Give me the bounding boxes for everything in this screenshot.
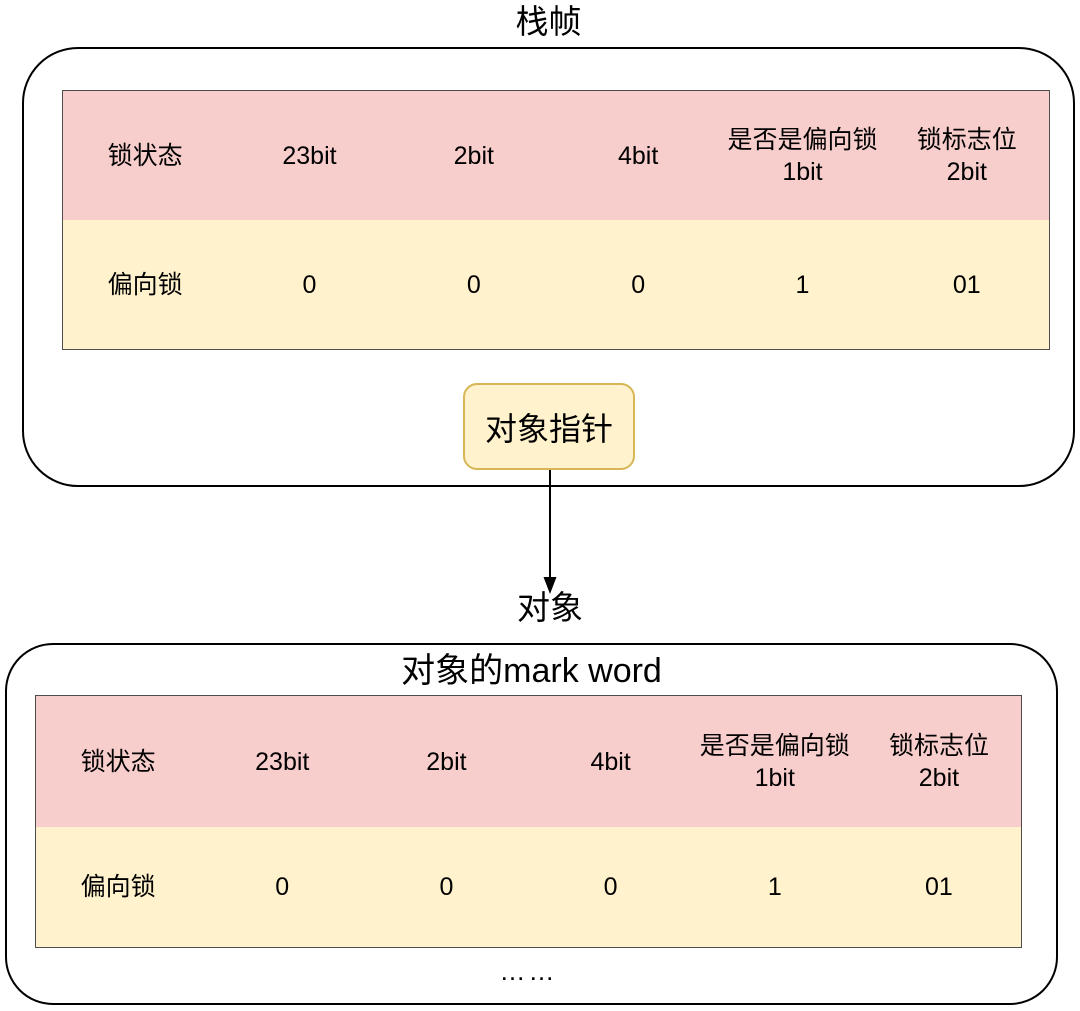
object-pointer-box: 对象指针 <box>463 383 635 470</box>
header-cell-biased-flag: 是否是偏向锁 1bit <box>699 731 850 792</box>
value-cell-lock-flag: 01 <box>952 270 981 299</box>
value-cell-4bit: 0 <box>631 270 646 299</box>
table-header-row: 锁状态 23bit 2bit 4bit 是否是偏向锁 1bit 锁标志位 2bi… <box>63 91 1049 220</box>
value-cell-biased-flag: 1 <box>767 873 782 901</box>
object-label: 对象 <box>517 589 583 626</box>
value-cell-biased-flag: 1 <box>795 270 810 299</box>
stack-frame-lock-table: 锁状态 23bit 2bit 4bit 是否是偏向锁 1bit 锁标志位 2bi… <box>62 90 1050 350</box>
header-cell-23bit: 23bit <box>255 747 310 776</box>
pointer-arrow <box>543 470 557 594</box>
table-header-row: 锁状态 23bit 2bit 4bit 是否是偏向锁 1bit 锁标志位 2bi… <box>36 696 1021 827</box>
header-cell-23bit: 23bit <box>282 141 337 170</box>
value-cell-lock-state: 偏向锁 <box>107 270 183 299</box>
header-cell-lock-state: 锁状态 <box>80 747 156 776</box>
header-cell-2bit: 2bit <box>426 747 467 776</box>
mark-word-title: 对象的mark word <box>401 652 662 690</box>
value-cell-4bit: 0 <box>603 873 618 901</box>
header-cell-4bit: 4bit <box>617 141 659 170</box>
header-cell-2bit: 2bit <box>453 141 494 170</box>
header-cell-lock-flag: 锁标志位 2bit <box>916 125 1017 186</box>
header-cell-biased-flag: 是否是偏向锁 1bit <box>727 125 878 186</box>
stack-frame-title: 栈帧 <box>515 3 582 40</box>
table-value-row: 偏向锁 0 0 0 1 01 <box>63 220 1049 349</box>
header-cell-4bit: 4bit <box>590 747 631 776</box>
table-value-row: 偏向锁 0 0 0 1 01 <box>36 827 1021 947</box>
value-cell-lock-flag: 01 <box>925 873 953 901</box>
value-cell-lock-state: 偏向锁 <box>80 873 156 901</box>
value-cell-23bit: 0 <box>302 270 317 299</box>
value-cell-2bit: 0 <box>466 270 481 299</box>
value-cell-23bit: 0 <box>275 873 290 901</box>
object-mark-word-table: 锁状态 23bit 2bit 4bit 是否是偏向锁 1bit 锁标志位 2bi… <box>35 695 1022 948</box>
header-cell-lock-state: 锁状态 <box>107 141 183 170</box>
value-cell-2bit: 0 <box>439 873 454 901</box>
more-fields-ellipsis: …… <box>499 956 558 986</box>
header-cell-lock-flag: 锁标志位 2bit <box>888 731 989 792</box>
